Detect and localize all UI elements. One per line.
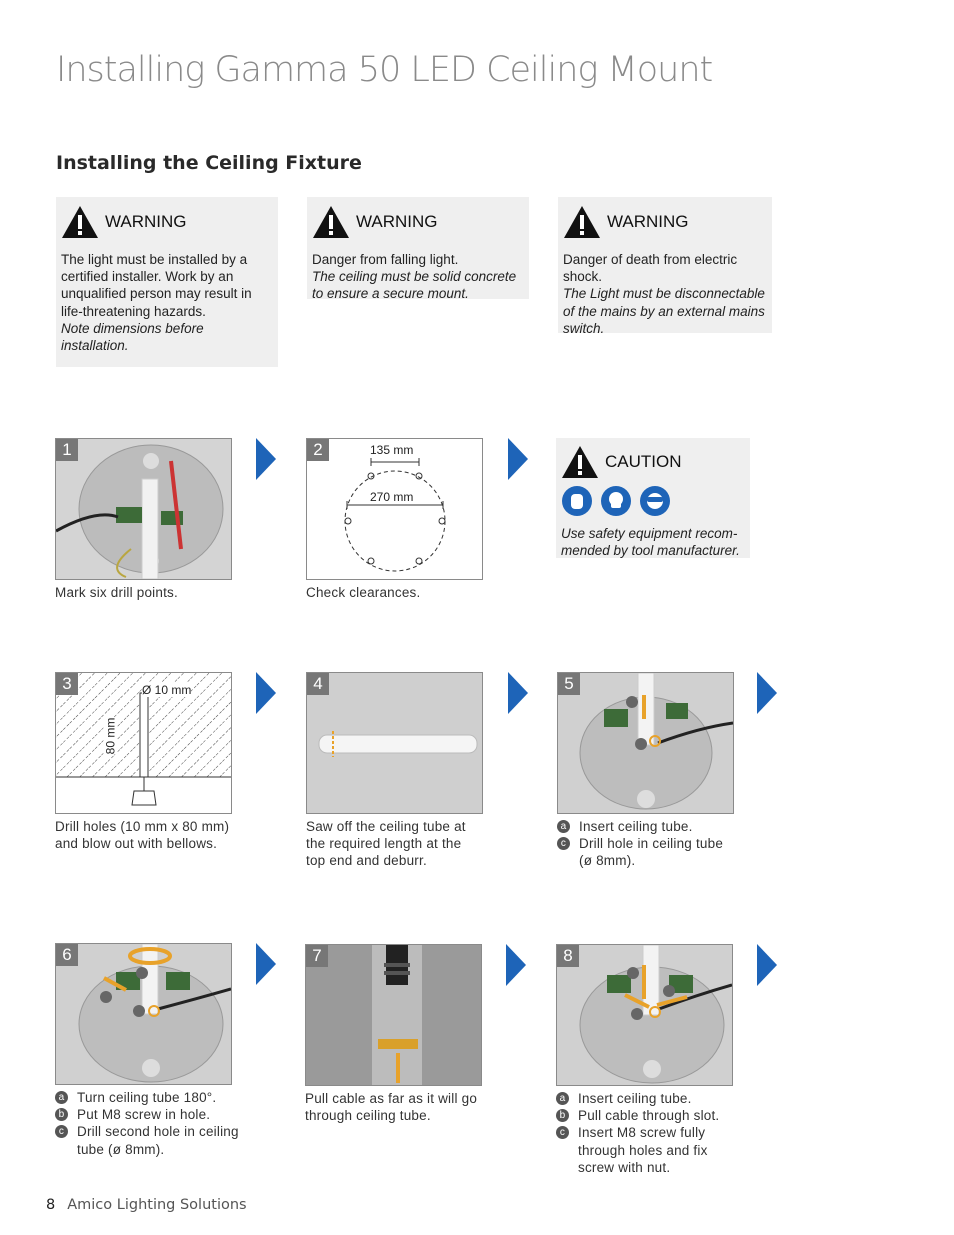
- list-item-text: Turn ceiling tube 180°.: [77, 1090, 217, 1105]
- company-name: Amico Lighting Solutions: [67, 1197, 247, 1213]
- list-item-text: Pull cable through slot.: [578, 1108, 720, 1124]
- warning-box-1: WARNING The light must be installed by a…: [56, 197, 278, 367]
- warning-triangle-icon: [564, 206, 600, 238]
- list-item: a Insert ceiling tube.: [556, 1090, 736, 1107]
- step-3-diagram: 3 Ø 10 mm 80 mm: [55, 672, 232, 814]
- warning-triangle-icon: [62, 206, 98, 238]
- step-number: 8: [557, 945, 579, 967]
- warning-box-2: WARNING Danger from falling light. The c…: [307, 197, 529, 302]
- list-item: b Pull cable through slot.: [556, 1107, 736, 1124]
- ceiling-tube-closeup-image: [372, 945, 422, 1085]
- step-8-photo: 8: [556, 944, 733, 1086]
- step-1-caption: Mark six drill points.: [55, 585, 178, 600]
- mounting-plate-image: [78, 944, 231, 1083]
- step-2-caption: Check clearances.: [306, 585, 421, 600]
- goggles-icon: [640, 486, 670, 516]
- next-arrow-icon: [508, 438, 528, 480]
- warning-note: Note dimensions before installation.: [61, 320, 204, 354]
- bullet-label: a: [556, 1092, 569, 1105]
- bullet-label: c: [557, 837, 570, 851]
- step-number: 4: [307, 673, 329, 695]
- step-5-photo: 5: [557, 672, 734, 814]
- dimension-135: 135 mm: [370, 443, 414, 457]
- mounting-plate-image: [579, 673, 733, 810]
- next-arrow-icon: [757, 672, 777, 714]
- dimension-270: 270 mm: [370, 490, 414, 504]
- step-number: 6: [56, 944, 78, 966]
- next-arrow-icon: [256, 672, 276, 714]
- step-number: 5: [558, 673, 580, 695]
- step-2-diagram: 2 135 mm 270 mm: [306, 438, 483, 580]
- step-6-list: a Turn ceiling tube 180°. b Put M8 screw i…: [55, 1089, 245, 1158]
- mounting-plate-image: [579, 945, 732, 1084]
- bullet-label: b: [556, 1109, 569, 1123]
- step-3-caption: Drill holes (10 mm x 80 mm) and blow out…: [55, 819, 230, 852]
- clearance-diagram: [344, 458, 446, 572]
- step-8-list: a Insert ceiling tube. b Pull cable throug…: [556, 1090, 736, 1176]
- warning-text: Danger from falling light.: [312, 252, 459, 267]
- warning-label: WARNING: [105, 212, 187, 231]
- next-arrow-icon: [256, 438, 276, 480]
- step-6-photo: 6: [55, 943, 232, 1085]
- depth-label: 80 mm: [103, 717, 118, 755]
- section-title: Installing the Ceiling Fixture: [56, 152, 362, 174]
- list-item-text: Insert ceiling tube.: [579, 819, 693, 834]
- step-number: 7: [306, 945, 328, 967]
- page-title: Installing Gamma 50 LED Ceiling Mount: [56, 50, 713, 90]
- bullet-label: a: [557, 820, 570, 833]
- diameter-label: Ø 10 mm: [142, 683, 192, 697]
- list-item-text: Drill hole in ceiling tube (ø 8mm).: [579, 836, 724, 869]
- list-item: a Turn ceiling tube 180°.: [55, 1089, 245, 1106]
- warning-note: The Light must be disconnectable of the …: [563, 286, 765, 336]
- step-1-photo: 1: [55, 438, 232, 580]
- list-item: c Drill hole in ceiling tube (ø 8mm).: [557, 835, 739, 869]
- step-5-list: a Insert ceiling tube. c Drill hole in cei…: [557, 818, 739, 870]
- next-arrow-icon: [508, 672, 528, 714]
- step-7-photo: 7: [305, 944, 482, 1086]
- caution-label: CAUTION: [605, 452, 682, 471]
- list-item-text: Put M8 screw in hole.: [77, 1107, 211, 1123]
- bullet-label: b: [55, 1108, 68, 1122]
- warning-label: WARNING: [607, 212, 689, 231]
- list-item-text: Insert M8 screw fully through holes and …: [578, 1125, 708, 1175]
- gloves-icon: [562, 486, 592, 516]
- caution-text: Use safety equipment recom-mended by too…: [561, 526, 740, 559]
- bullet-label: c: [556, 1126, 569, 1140]
- list-item: c Insert M8 screw fully through holes and…: [556, 1124, 736, 1176]
- list-item-text: Drill second hole in ceiling tube (ø 8mm…: [77, 1124, 239, 1157]
- step-4-photo: 4: [306, 672, 483, 814]
- page-number: 8: [46, 1197, 56, 1213]
- step-number: 1: [56, 439, 78, 461]
- warning-label: WARNING: [356, 212, 438, 231]
- list-item-text: Insert ceiling tube.: [578, 1091, 692, 1106]
- warning-text: The light must be installed by a certifi…: [61, 252, 252, 319]
- list-item: b Put M8 screw in hole.: [55, 1106, 245, 1123]
- mask-icon: [601, 486, 631, 516]
- mounting-plate-image: [56, 444, 224, 579]
- page-footer: 8 Amico Lighting Solutions: [46, 1197, 247, 1213]
- bullet-label: a: [55, 1091, 68, 1104]
- warning-note: The ceiling must be solid concrete to en…: [312, 269, 517, 302]
- step-4-caption: Saw off the ceiling tube at the required…: [306, 819, 466, 869]
- safety-icons: [561, 485, 744, 517]
- bullet-label: c: [55, 1125, 68, 1139]
- warning-text: Danger of death from electric shock.: [563, 252, 738, 285]
- next-arrow-icon: [757, 944, 777, 986]
- step-number: 3: [56, 673, 78, 695]
- next-arrow-icon: [256, 943, 276, 985]
- step-number: 2: [307, 439, 329, 461]
- list-item: a Insert ceiling tube.: [557, 818, 739, 835]
- step-7-caption: Pull cable as far as it will go through …: [305, 1091, 478, 1124]
- next-arrow-icon: [506, 944, 526, 986]
- list-item: c Drill second hole in ceiling tube (ø 8m…: [55, 1123, 245, 1157]
- warning-triangle-icon: [313, 206, 349, 238]
- warning-box-3: WARNING Danger of death from electric sh…: [558, 197, 772, 336]
- ceiling-tube-image: [318, 731, 478, 757]
- warning-triangle-icon: [562, 446, 598, 478]
- caution-box: CAUTION Use safety equipment recom-mende…: [556, 438, 750, 558]
